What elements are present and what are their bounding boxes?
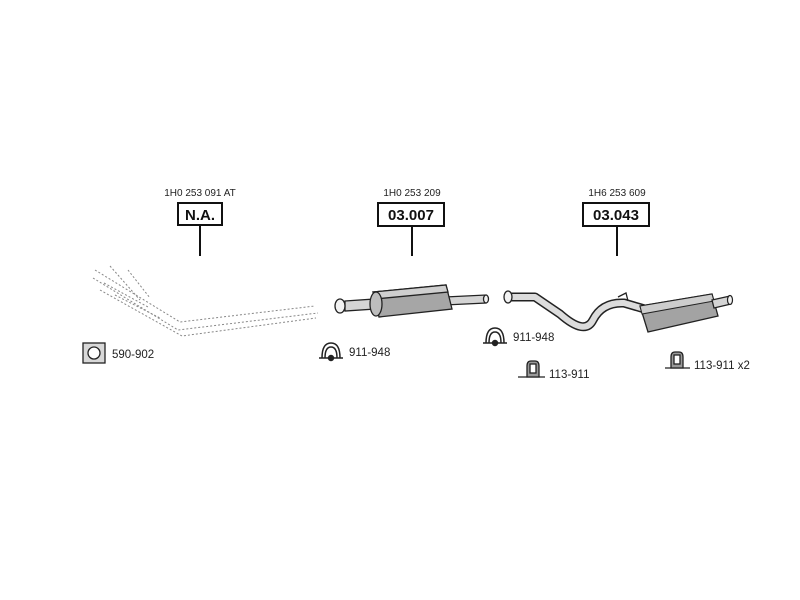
part-2-number: 03.007 xyxy=(388,207,434,224)
accessory-clamp-1[interactable]: 911-948 xyxy=(319,342,390,362)
middle-silencer-drawing xyxy=(334,284,490,318)
accessory-clamp-2[interactable]: 911-948 xyxy=(483,327,554,347)
part-3-oe-number: 1H6 253 609 xyxy=(588,188,646,199)
accessory-mount-1[interactable]: 113-911 xyxy=(518,360,590,381)
rear-silencer-drawing xyxy=(503,290,734,333)
part-middle-silencer: 1H0 253 209 03.007 xyxy=(334,188,490,318)
front-pipe-drawing xyxy=(92,265,319,337)
mount-1-label: 113-911 xyxy=(549,369,590,381)
part-3-number: 03.043 xyxy=(593,207,639,224)
part-1-number: N.A. xyxy=(185,207,215,224)
accessory-mount-2[interactable]: 113-911 x2 xyxy=(665,351,750,372)
mount-2-label: 113-911 x2 xyxy=(694,360,750,372)
rubber-mount-icon xyxy=(665,351,690,369)
rubber-mount-icon xyxy=(518,360,545,378)
gasket-label: 590-902 xyxy=(112,349,154,361)
part-front-pipe: 1H0 253 091 AT N.A. xyxy=(92,188,319,337)
part-rear-silencer: 1H6 253 609 03.043 xyxy=(503,188,734,333)
part-1-oe-number: 1H0 253 091 AT xyxy=(164,188,236,199)
gasket-hole xyxy=(87,346,101,360)
clamp-icon xyxy=(319,342,343,362)
clamp-2-label: 911-948 xyxy=(513,332,554,344)
clamp-icon xyxy=(483,327,507,347)
part-2-oe-number: 1H0 253 209 xyxy=(383,188,441,199)
accessory-gasket[interactable]: 590-902 xyxy=(82,342,154,364)
clamp-1-label: 911-948 xyxy=(349,347,390,359)
